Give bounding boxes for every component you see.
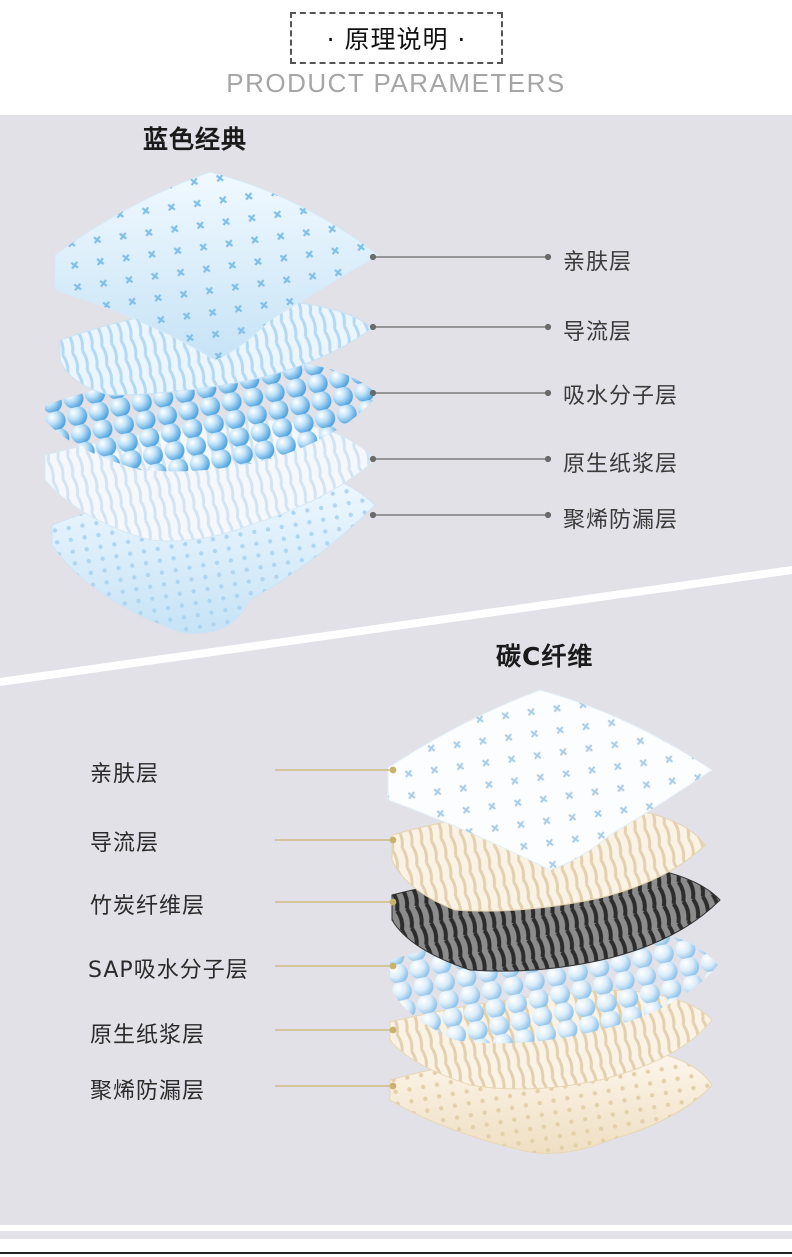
- header: · 原理说明 · PRODUCT PARAMETERS: [0, 0, 792, 115]
- carbon-label-skin: 亲肤层: [90, 762, 160, 787]
- footer-band: [0, 1231, 792, 1239]
- page-subtitle: PRODUCT PARAMETERS: [226, 68, 566, 98]
- footer: [0, 1225, 792, 1257]
- footer-rule: [0, 1252, 792, 1254]
- blue-label-absorbent: 吸水分子层: [563, 384, 679, 409]
- blue-leader-lines: [369, 253, 552, 519]
- carbon-label-charcoal: 竹炭纤维层: [90, 894, 206, 919]
- carbon-leader-lines: [275, 766, 397, 1090]
- blue-label-diversion: 导流层: [563, 320, 633, 345]
- blue-label-pulp: 原生纸浆层: [563, 452, 679, 477]
- carbon-label-sap: SAP吸水分子层: [88, 958, 249, 983]
- page-title: · 原理说明 ·: [326, 25, 467, 54]
- section-divider: [0, 566, 792, 686]
- blue-label-skin: 亲肤层: [563, 250, 633, 275]
- section-title-carbon: 碳C纤维: [496, 642, 594, 671]
- blue-label-leakproof: 聚烯防漏层: [563, 508, 679, 533]
- section-title-box: · 原理说明 ·: [290, 12, 503, 64]
- carbon-label-leakproof: 聚烯防漏层: [90, 1079, 206, 1104]
- carbon-label-diversion: 导流层: [90, 831, 160, 856]
- carbon-label-pulp: 原生纸浆层: [90, 1023, 206, 1048]
- carbon-stack: [387, 689, 721, 1154]
- blue-stack: [44, 171, 379, 634]
- section-title-blue: 蓝色经典: [143, 125, 248, 154]
